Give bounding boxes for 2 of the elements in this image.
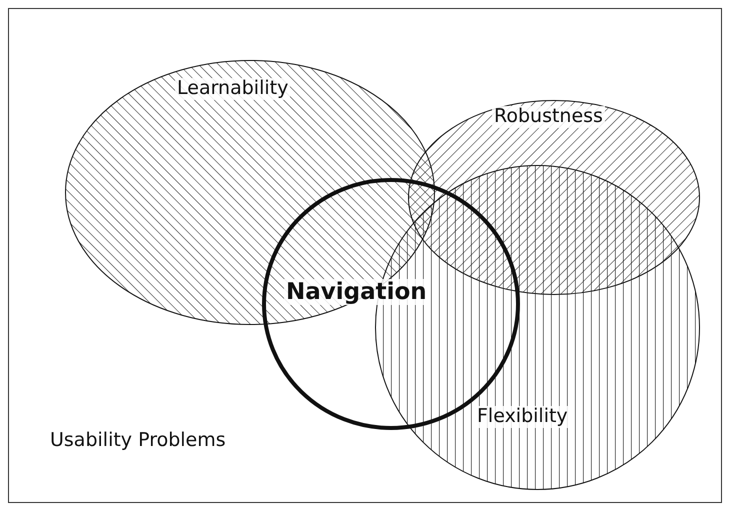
- set-label: Learnability: [175, 78, 290, 100]
- set-label: Robustness: [492, 106, 605, 128]
